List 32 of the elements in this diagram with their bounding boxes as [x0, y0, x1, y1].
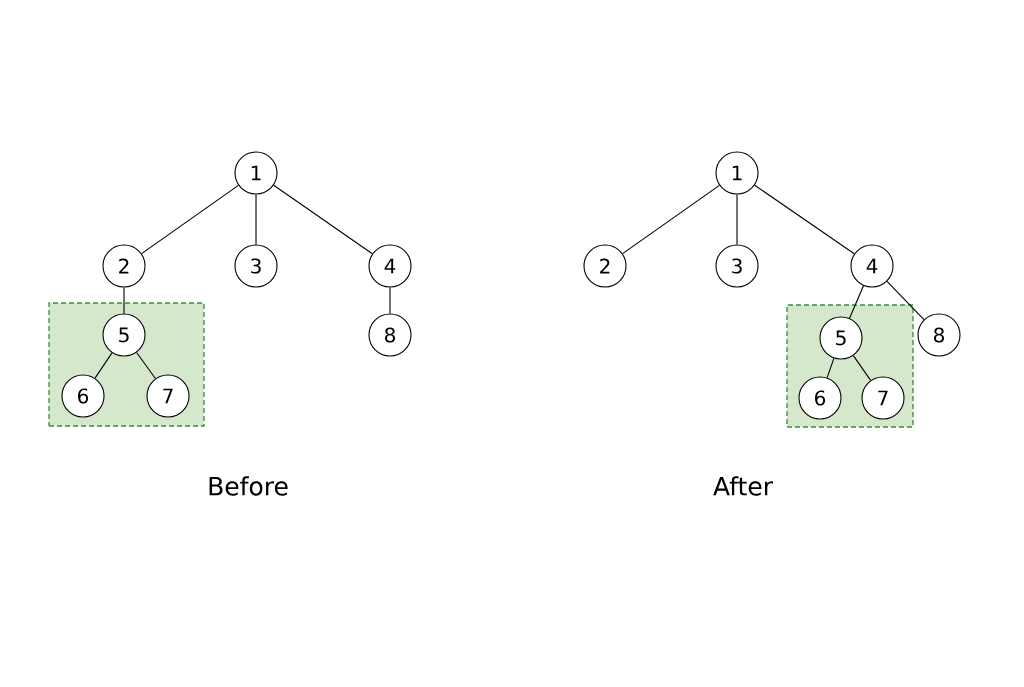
connector-line: [94, 352, 113, 379]
tree-node: 8: [917, 313, 961, 357]
tree-node: 3: [715, 244, 759, 288]
tree-node: 2: [583, 244, 627, 288]
caption-text: After: [713, 476, 773, 496]
connector-line: [255, 194, 257, 245]
connector-line: [849, 285, 865, 319]
connector-line: [886, 280, 925, 321]
tree-node: 8: [368, 313, 412, 357]
tree-node: 7: [861, 376, 905, 420]
tree-node: 6: [798, 376, 842, 420]
tree-node: 5: [819, 316, 863, 360]
tree-node: 7: [146, 374, 190, 418]
tree-node: 4: [850, 244, 894, 288]
connector-line: [123, 287, 125, 314]
connector-line: [826, 357, 835, 379]
caption-text: Before: [209, 476, 288, 496]
connector-line: [389, 287, 391, 314]
connector-line: [736, 194, 738, 245]
tree-node: 6: [61, 374, 105, 418]
tree-node: 4: [368, 244, 412, 288]
tree-node: 5: [102, 313, 146, 357]
connector-line: [273, 184, 373, 255]
connector-line: [141, 184, 239, 255]
connector-line: [754, 184, 855, 255]
connector-line: [622, 184, 720, 255]
connector-line: [852, 355, 872, 381]
tree-node: 2: [102, 244, 146, 288]
tree-node: 3: [234, 244, 278, 288]
connector-line: [136, 351, 156, 380]
tree-node: 1: [715, 151, 759, 195]
tree-node: 1: [234, 151, 278, 195]
